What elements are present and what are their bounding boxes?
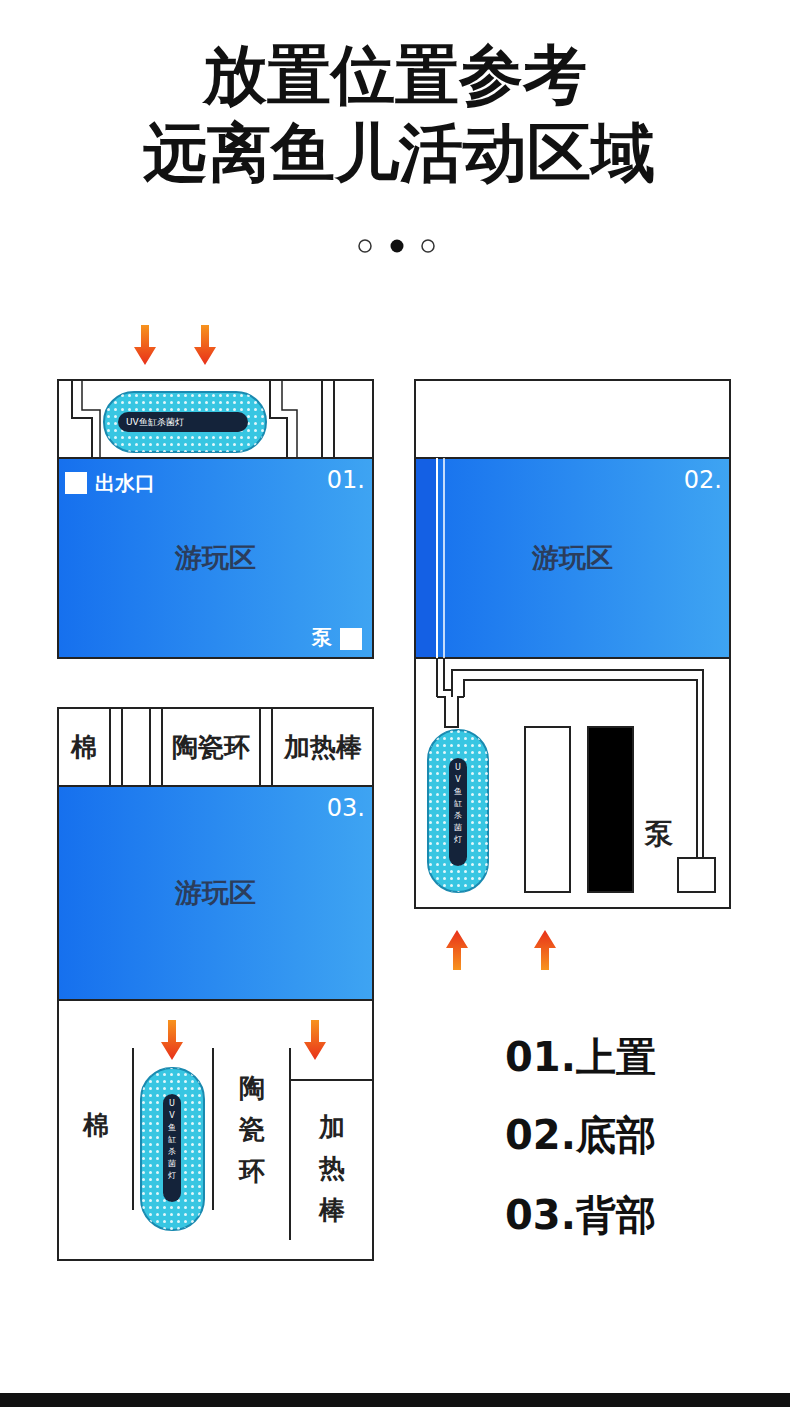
legend-item: 02.底部 xyxy=(505,1108,656,1163)
arrow xyxy=(194,325,216,365)
area-label: 陶瓷环 xyxy=(239,1068,265,1193)
outlet-square xyxy=(65,472,87,494)
pagination-dots xyxy=(359,240,434,253)
callout-number: 03. xyxy=(327,794,365,822)
subtitle: 远离鱼儿活动区域 xyxy=(4,118,790,188)
tank-03 xyxy=(58,708,373,1260)
pump-square xyxy=(340,628,362,650)
tank-02 xyxy=(415,380,730,908)
arrow xyxy=(134,325,156,365)
callout-number: 02. xyxy=(684,466,722,494)
lamp-text: UV鱼缸杀菌灯 xyxy=(454,762,462,846)
area-label: 加热棒 xyxy=(284,730,362,765)
arrow xyxy=(534,930,556,970)
filter-compartment: 棉 xyxy=(60,1050,132,1200)
lamp-text: UV鱼缸杀菌灯 xyxy=(168,1098,176,1182)
filter-compartment: 陶瓷环 xyxy=(162,708,260,786)
uv-lamp xyxy=(104,392,266,452)
tank-region: 02. 游玩区 xyxy=(415,458,730,658)
pump-label: 泵 xyxy=(312,624,332,651)
filter-compartment: 加热棒 xyxy=(272,708,373,786)
area-label: 棉 xyxy=(83,1108,109,1143)
area-label: 加热棒 xyxy=(319,1107,345,1232)
pump-label: 泵 xyxy=(645,815,673,853)
filter-compartment: 加热棒 xyxy=(292,1084,372,1254)
arrow xyxy=(446,930,468,970)
area-label: 棉 xyxy=(71,730,97,765)
uv-lamp xyxy=(141,1068,204,1230)
bottom-bar xyxy=(0,1393,790,1407)
tank-01 xyxy=(58,380,373,658)
filter-compartment: 陶瓷环 xyxy=(215,1050,289,1210)
area-label: 陶瓷环 xyxy=(172,730,250,765)
tank-region: 03. 游玩区 xyxy=(58,786,373,1000)
outlet-label: 出水口 xyxy=(95,470,155,497)
area-label: 游玩区 xyxy=(58,540,373,576)
area-label: 游玩区 xyxy=(415,540,730,576)
legend-item: 01.上置 xyxy=(505,1030,656,1085)
lamp-text: UV鱼缸杀菌灯 xyxy=(126,416,184,429)
arrow xyxy=(304,1020,326,1060)
callout-number: 01. xyxy=(327,466,365,494)
arrow xyxy=(161,1020,183,1060)
title: 放置位置参考 xyxy=(0,40,790,110)
filter-compartment: 棉 xyxy=(58,708,110,786)
legend-item: 03.背部 xyxy=(505,1188,656,1243)
uv-lamp xyxy=(428,730,488,892)
area-label: 游玩区 xyxy=(58,875,373,911)
